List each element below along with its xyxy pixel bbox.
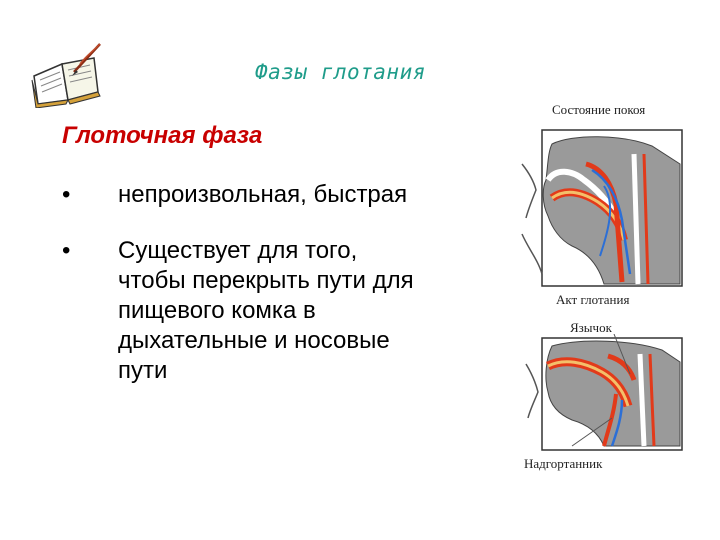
section-subtitle: Глоточная фаза — [62, 122, 263, 149]
bullet-line: дыхательные и носовые — [118, 327, 390, 354]
bullet-line: непроизвольная, быстрая — [118, 181, 408, 208]
bullet-line: чтобы перекрыть пути для — [118, 267, 414, 294]
head-section-rest-icon — [521, 129, 683, 287]
caption-uvula: Язычок — [570, 320, 612, 335]
caption-epiglottis: Надгортанник — [524, 456, 603, 471]
head-section-swallow-icon — [525, 334, 683, 451]
swallowing-illustration: Состояние покоя Акт глотания Язычок — [512, 96, 720, 476]
bullet-line: Существует для того, — [118, 237, 358, 264]
book-pen-icon — [31, 43, 101, 108]
bullet-marker: • — [62, 181, 71, 208]
bullet-marker: • — [62, 237, 71, 264]
bullet-line: пути — [118, 357, 168, 384]
bullet-text: непроизвольная, быстрая — [118, 180, 518, 210]
bullet-line: пищевого комка в — [118, 297, 316, 324]
bullet-text: Существует для того, чтобы перекрыть пут… — [118, 236, 518, 386]
caption-rest-state: Состояние покоя — [552, 102, 646, 117]
slide-title: Фазы глотания — [255, 60, 426, 84]
caption-swallow-act: Акт глотания — [556, 292, 630, 307]
